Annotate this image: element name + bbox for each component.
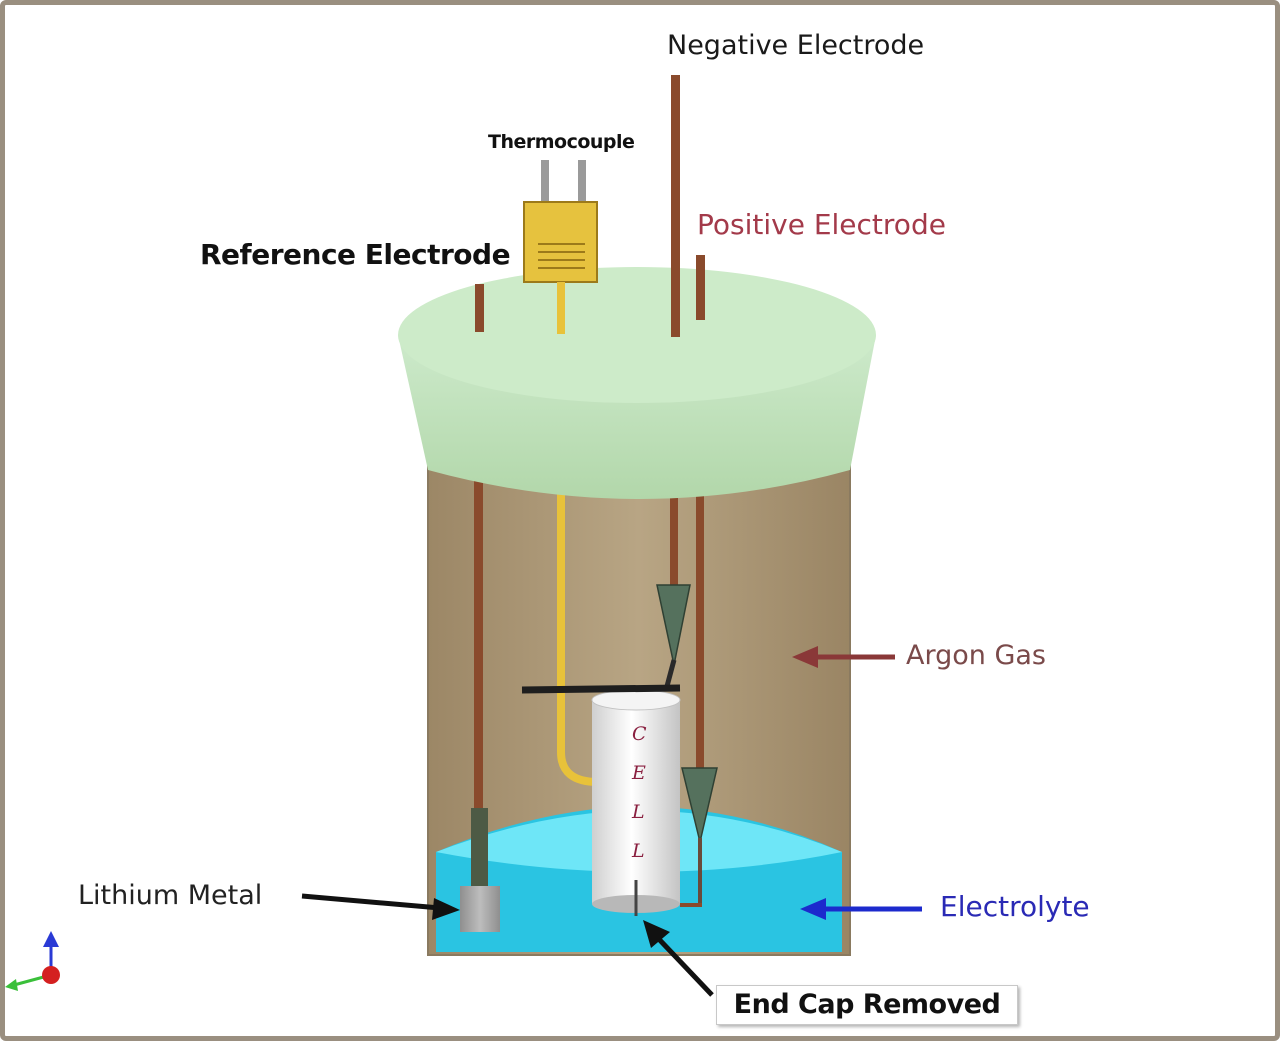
lithium-arrow xyxy=(301,893,460,920)
cell-text-e: E xyxy=(631,762,646,784)
cell-text-l2: L xyxy=(631,840,645,862)
positive-electrode-rod xyxy=(696,255,705,320)
reference-electrode-label: Reference Electrode xyxy=(200,238,511,271)
argon-gas-label: Argon Gas xyxy=(906,640,1046,671)
electrolyte-label: Electrolyte xyxy=(940,890,1090,923)
negative-electrode-rod-inside xyxy=(670,470,678,590)
reference-electrode-rod-inside xyxy=(474,470,483,815)
argon-arrow xyxy=(792,646,895,668)
thermocouple-wire xyxy=(557,470,599,786)
positive-electrode-label: Positive Electrode xyxy=(697,208,946,241)
end-cap-arrow xyxy=(643,920,714,997)
axes-triad-icon xyxy=(5,931,60,991)
cell-cylinder xyxy=(591,689,681,913)
cell-text-c1: C xyxy=(632,723,647,745)
negative-electrode-rod xyxy=(671,75,680,337)
positive-clip xyxy=(681,767,718,843)
lithium-metal xyxy=(460,886,500,932)
lithium-holder xyxy=(471,808,488,888)
lithium-metal-label: Lithium Metal xyxy=(78,880,263,911)
negative-electrode-label: Negative Electrode xyxy=(667,30,925,61)
reference-electrode-rod xyxy=(475,284,484,332)
positive-electrode-rod-inside xyxy=(696,470,704,770)
end-cap-removed-label: End Cap Removed xyxy=(716,985,1018,1025)
negative-tab xyxy=(521,684,681,694)
cell-lid xyxy=(398,267,876,499)
thermocouple-connector xyxy=(523,160,598,334)
cell-text-l1: L xyxy=(631,801,645,823)
electrolyte-arrow xyxy=(800,898,922,920)
thermocouple-label: Thermocouple xyxy=(488,131,635,153)
negative-clip xyxy=(656,584,691,666)
